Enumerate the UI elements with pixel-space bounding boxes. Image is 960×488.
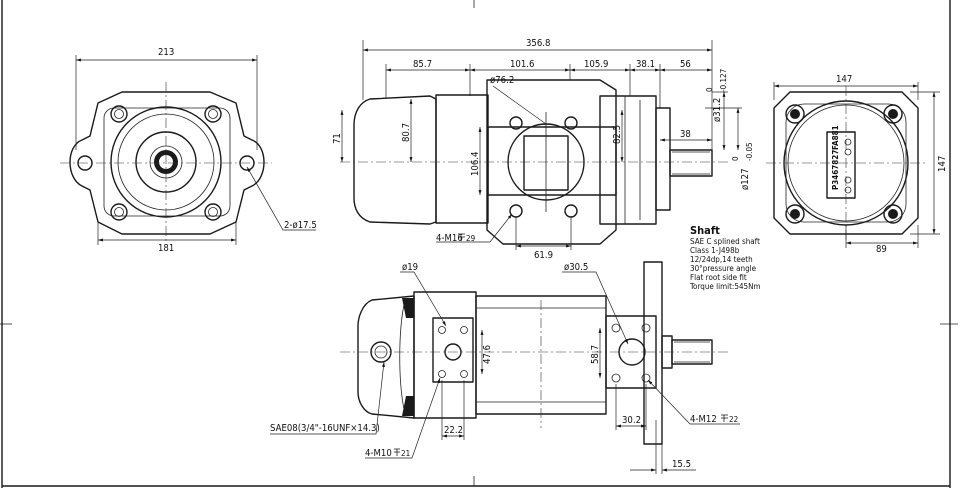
rear-view [766,86,926,240]
thread-depth-m16: 29 [466,234,476,243]
dim-15-5: 15.5 [672,459,691,470]
thread-depth-m10: 21 [401,449,410,458]
dim-overall-length: 356.8 [526,38,550,49]
port-callout: SAE08(3/4"-16UNF×14.3) [270,423,380,434]
dim-front-width-bottom: 181 [158,243,174,254]
dim-front-width-top: 213 [158,47,174,58]
thread-callout-m12: 4-M12 [690,414,717,425]
dim-dia-30-5: ø30.5 [564,262,588,273]
shaft-note-line: Class 1-J498b [690,246,740,255]
dim-pilot-tol-bottom: -0.05 [745,142,754,161]
dim-pilot-dia: ø127 [740,168,751,190]
nameplate-line2: FA881 [831,125,840,150]
shaft-notes: Shaft SAE C splined shaft Class 1-J498b … [689,224,761,291]
dim-rear-height: 147 [937,156,948,172]
dim-71: 71 [332,133,343,144]
dim-22-2: 22.2 [444,425,463,436]
dim-rear-width: 147 [836,74,852,85]
rear-view-dimensions [773,82,940,248]
dim-30-2: 30.2 [622,415,641,426]
dim-shaft-tol-top: 0 [705,87,714,92]
dim-101-6: 101.6 [510,59,534,70]
shaft-note-line: Torque limit:545Nm [689,282,761,291]
dim-dia-19: ø19 [402,262,418,273]
dim-shaft-dia: ø31.2 [712,98,723,122]
dim-106-4: 106.4 [470,152,481,176]
dim-dia-76-2: ø76.2 [490,75,514,86]
dim-38: 38 [680,129,691,140]
dim-47-6: 47.6 [482,345,493,364]
front-view [60,82,272,244]
depth-symbol [721,414,728,422]
dim-82-5: 82.5 [612,125,623,144]
shaft-note-line: 30°pressure angle [690,264,757,273]
shaft-note-line: SAE C splined shaft [690,237,760,246]
shaft-note-line: 12/24dp,14 teeth [690,255,753,264]
top-view [340,261,730,445]
dim-85-7: 85.7 [413,59,432,70]
dim-61-9: 61.9 [534,250,553,261]
nameplate-line1: P3467827 [831,150,840,190]
dim-105-9: 105.9 [584,59,608,70]
depth-symbol [458,233,465,241]
dim-58-7: 58.7 [590,345,601,364]
dim-shaft-tol-bottom: -0.127 [719,69,728,92]
shaft-notes-title: Shaft [690,224,720,237]
dim-80-7: 80.7 [401,123,412,142]
dim-pilot-tol-top: 0 [731,156,740,161]
thread-depth-m12: 22 [729,415,738,424]
holes-callout: 2-ø17.5 [284,220,317,231]
depth-symbol [394,448,400,456]
dim-rear-offset: 89 [876,244,887,255]
dim-38-1: 38.1 [636,59,655,70]
side-view [340,79,730,245]
thread-callout-m16: 4-M16 [436,233,463,244]
front-view-dimensions [75,55,316,245]
top-view-dimensions [270,271,740,474]
dim-56: 56 [680,59,691,70]
shaft-note-line: Flat root side fit [690,273,747,282]
side-view-dimensions [340,40,742,250]
thread-callout-m10: 4-M10 [365,448,392,459]
